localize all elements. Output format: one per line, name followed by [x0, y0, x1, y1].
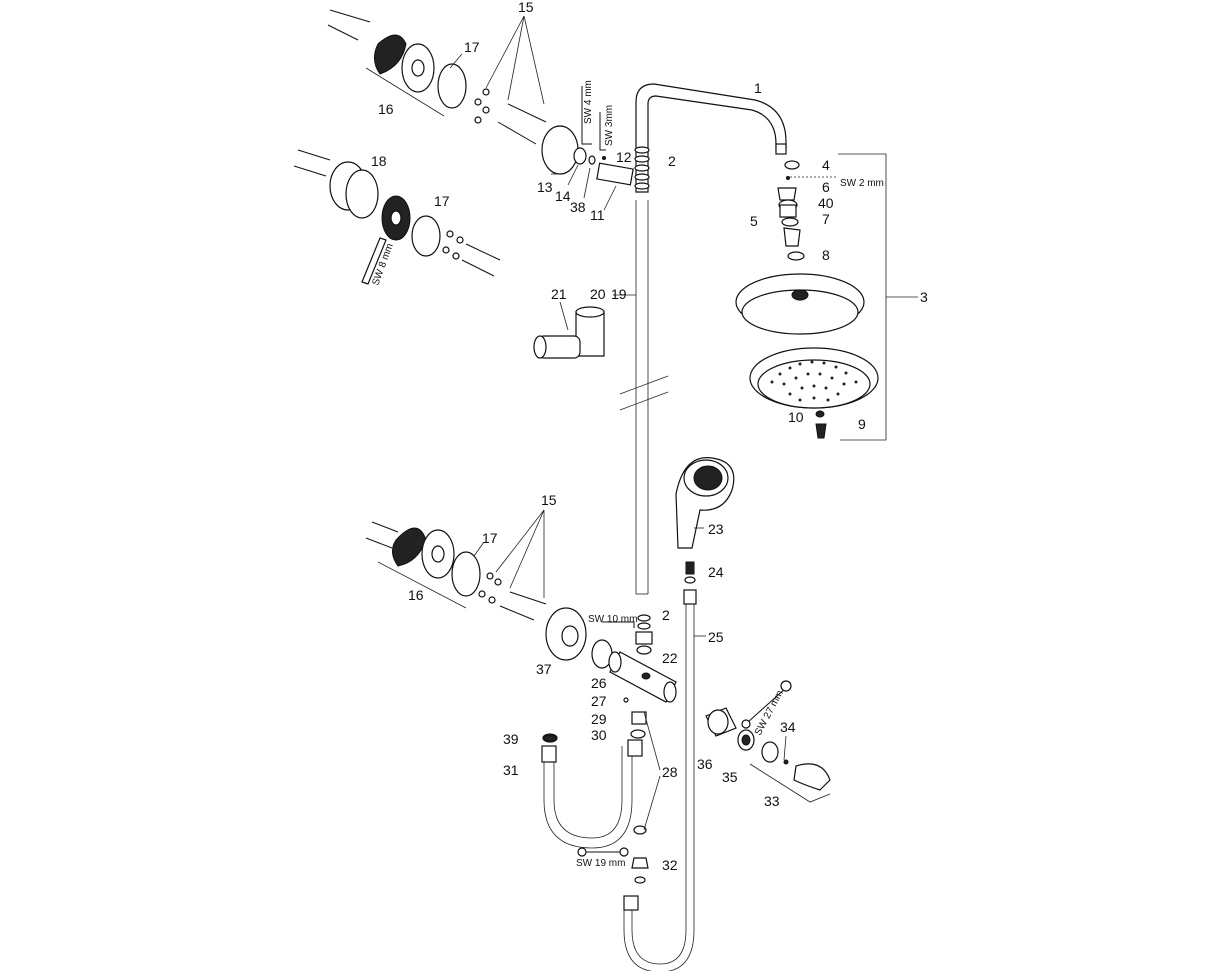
- label-15a: 15: [518, 0, 534, 15]
- label-24: 24: [708, 564, 724, 580]
- holder-assembly: [705, 680, 831, 803]
- label-32: 32: [662, 857, 678, 873]
- label-38: 38: [570, 199, 586, 215]
- connection-hose: [541, 711, 661, 849]
- hose-nut-24: [684, 561, 696, 584]
- slider-21: [533, 294, 636, 359]
- label-25: 25: [708, 629, 724, 645]
- label-29: 29: [591, 711, 607, 727]
- label-28: 28: [662, 764, 678, 780]
- label-40: 40: [818, 195, 834, 211]
- label-1: 1: [754, 80, 762, 96]
- label-14: 14: [555, 188, 571, 204]
- label-20: 20: [590, 286, 606, 302]
- label-5: 5: [750, 213, 758, 229]
- label-4: 4: [822, 157, 830, 173]
- label-16a: 16: [378, 101, 394, 117]
- label-2b: 2: [662, 607, 670, 623]
- wrench-19mm: [577, 847, 649, 884]
- shower-hose: [623, 589, 706, 971]
- label-36: 36: [697, 756, 713, 772]
- label-9: 9: [858, 416, 866, 432]
- tool-sw10: SW 10 mm: [588, 614, 637, 625]
- lower-connector: [545, 607, 677, 739]
- label-10: 10: [788, 409, 804, 425]
- upper-connector: [541, 86, 634, 211]
- label-18: 18: [371, 153, 387, 169]
- spray-nozzles: [770, 360, 858, 402]
- wall-plugs-upper: [327, 9, 371, 41]
- hand-shower: [675, 457, 735, 549]
- overhead-shower: [735, 153, 918, 441]
- wall-bracket-middle: [293, 149, 501, 285]
- label-13: 13: [537, 179, 553, 195]
- label-7: 7: [822, 211, 830, 227]
- label-8: 8: [822, 247, 830, 263]
- label-15b: 15: [541, 492, 557, 508]
- label-39: 39: [503, 731, 519, 747]
- label-17c: 17: [482, 530, 498, 546]
- label-6: 6: [822, 179, 830, 195]
- label-12: 12: [616, 149, 632, 165]
- wall-bracket-lower: [365, 509, 547, 621]
- label-17b: 17: [434, 193, 450, 209]
- tool-sw2: SW 2 mm: [840, 178, 884, 189]
- label-2a: 2: [668, 153, 676, 169]
- wall-bracket-upper: [327, 9, 547, 145]
- tool-sw3: SW 3mm: [604, 105, 615, 146]
- label-3: 3: [920, 289, 928, 305]
- tool-sw19: SW 19 mm: [576, 858, 625, 869]
- label-31: 31: [503, 762, 519, 778]
- part-labels: 1 2 2 3 4 5 6 7 8 9 10 11 12 13 14 15 15…: [371, 0, 928, 873]
- label-27: 27: [591, 693, 607, 709]
- label-34: 34: [780, 719, 796, 735]
- label-33: 33: [764, 793, 780, 809]
- riser-pipe: [619, 83, 787, 595]
- label-17a: 17: [464, 39, 480, 55]
- label-21: 21: [551, 286, 567, 302]
- label-23: 23: [708, 521, 724, 537]
- label-35: 35: [722, 769, 738, 785]
- label-19: 19: [611, 286, 627, 302]
- seal-39: [543, 734, 557, 742]
- seal-rings-top: [634, 146, 650, 190]
- label-22: 22: [662, 650, 678, 666]
- label-26: 26: [591, 675, 607, 691]
- label-37: 37: [536, 661, 552, 677]
- label-11: 11: [590, 207, 605, 223]
- label-30: 30: [591, 727, 607, 743]
- tool-sw4: SW 4 mm: [583, 80, 594, 124]
- label-16b: 16: [408, 587, 424, 603]
